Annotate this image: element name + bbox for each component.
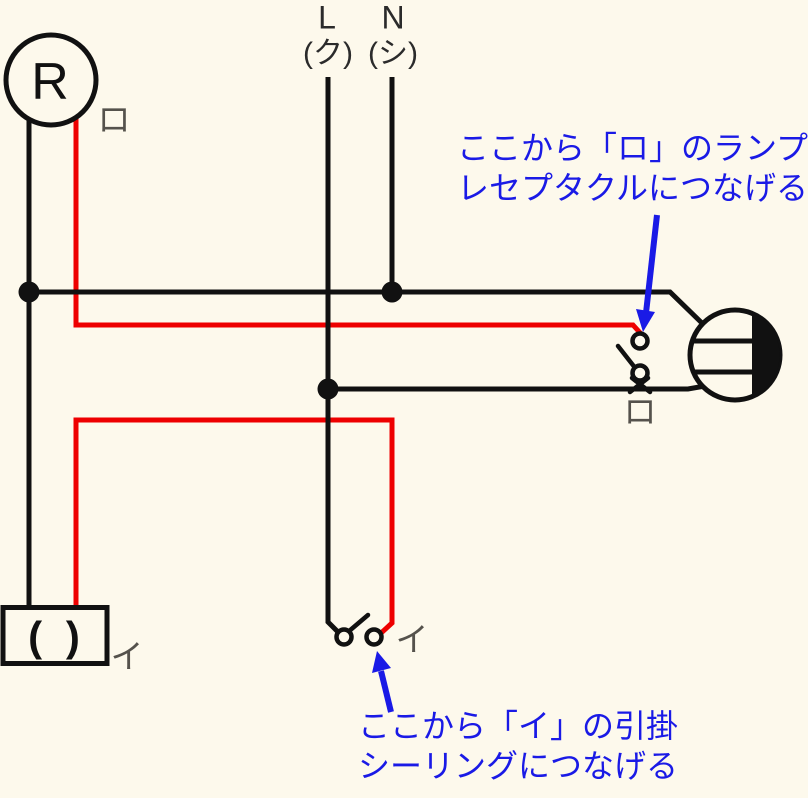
arrow-shaft (378, 670, 394, 713)
switch-terminal (334, 627, 354, 647)
outlet-symbol (687, 307, 783, 403)
switch-terminal (630, 363, 650, 383)
junction-dot (317, 378, 339, 400)
switch-ro-symbol (615, 331, 653, 395)
ceiling-rose-symbol (0, 605, 110, 666)
lamp-receptacle-symbol (3, 32, 99, 128)
switch-lever (345, 612, 371, 635)
red-wire-switch-ro-to-receptacle (73, 112, 645, 338)
lamp-receptacle-letter: R (31, 53, 69, 111)
outlet-wall-side-fill (752, 313, 780, 397)
junction-dot (18, 281, 40, 303)
ceiling-rose-circuit-label: イ (110, 638, 144, 675)
switch-i-circuit-label: イ (395, 621, 429, 658)
switch-terminal (630, 331, 650, 351)
red-wire-switch-i-to-ceiling-rose (73, 417, 395, 636)
top-annotation-arrow (636, 214, 660, 332)
hot-wire-horizontal-to-outlet (328, 383, 706, 392)
ceiling-rose-paren-symbol: ( ) (28, 613, 86, 660)
source-n-sublabel: (シ) (368, 37, 418, 70)
top-annotation-line1: ここから「ロ」のランプ (457, 130, 808, 166)
bottom-annotation-line2: シーリングにつなげる (358, 748, 679, 784)
top-annotation-line2: レセプタクルにつなげる (457, 170, 808, 206)
bottom-annotation-arrow (372, 651, 394, 713)
hot-source-wire-l (325, 77, 342, 636)
receptacle-circuit-label: ロ (97, 101, 131, 138)
bottom-annotation: ここから「イ」の引掛 シーリングにつなげる (358, 706, 678, 786)
arrow-head (636, 309, 655, 332)
switch-lever (615, 343, 639, 372)
source-l-sublabel: (ク) (303, 37, 353, 70)
source-n-label: N (381, 0, 405, 36)
arrow-head (372, 651, 391, 673)
source-l-label: L (318, 0, 336, 36)
switch-i-symbol (334, 612, 384, 647)
top-annotation: ここから「ロ」のランプ レセプタクルにつなげる (457, 128, 808, 208)
switch-ro-circuit-label: ロ (623, 393, 657, 430)
bottom-annotation-line1: ここから「イ」の引掛 (358, 708, 679, 744)
junction-dot (381, 281, 403, 303)
switch-terminal (364, 627, 384, 647)
neutral-wire-horizontal-to-outlet (29, 289, 708, 329)
arrow-shaft (643, 214, 660, 314)
